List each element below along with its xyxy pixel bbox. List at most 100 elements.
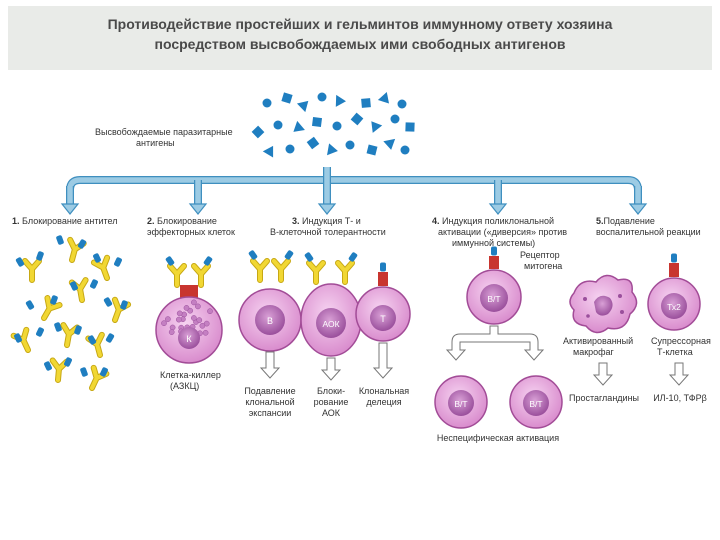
svg-text:1. Блокирование антител: 1. Блокирование антител [12,216,117,226]
antigen-particle [350,112,364,126]
svg-text:3. Индукция Т- и: 3. Индукция Т- и [292,216,361,226]
antigen-particle [113,256,123,268]
antigen-particle [296,100,309,113]
t-cell: Т [355,262,411,342]
bt-cell-top: В/Т [466,246,522,325]
antigen-particle [293,120,305,132]
svg-text:5.Подавление: 5.Подавление [596,216,655,226]
antigen-particle [15,256,25,268]
cytokines-caption: ИЛ-10, ТФРβ [653,393,707,403]
bt-top-label: В/Т [487,294,500,304]
antibody [25,261,39,280]
granule [176,310,183,317]
suppression-caption-1: Подавление [244,386,295,396]
svg-text:активации («диверсия» против: активации («диверсия» против [438,227,567,237]
antigen-particle [89,278,99,290]
clonal-deletion-caption-1: Клональная [359,386,409,396]
svg-text:воспалительной реакции: воспалительной реакции [596,227,701,237]
antigen-particle [361,98,371,108]
svg-text:эффекторных клеток: эффекторных клеток [147,227,235,237]
mechanism-1-heading: 1. Блокирование антител [12,216,117,226]
suppression-caption-2: клональной [245,397,294,407]
granule [168,329,175,335]
bt-right-label: В/Т [529,399,542,409]
mechanism-5-heading: 5.Подавление воспалительной реакции [596,216,701,237]
svg-text:иммунной системы): иммунной системы) [452,238,535,248]
antigen-particle [285,144,295,154]
antigen-particle [103,296,113,308]
svg-text:2. Блокирование: 2. Блокирование [147,216,217,226]
split-arrow [445,325,545,361]
mechanism-4-heading: 4. Индукция поликлональной активации («д… [432,216,567,248]
granule [191,315,197,321]
receptor-caption-2: митогена [524,261,562,271]
killer-caption-1: Клетка-киллер [160,370,221,380]
antigen-particle [281,92,293,104]
title-line-2: посредством высвобождаемых ими свободных… [154,36,566,52]
antigen-particle [262,145,274,158]
antigen-particle [79,366,89,378]
suppression-caption-3: экспансии [249,408,292,418]
suppressor-caption-1: Супрессорная [651,336,711,346]
released-antigens [251,92,415,158]
clonal-deletion-caption-2: делеция [366,397,401,407]
title-banner [8,6,712,70]
killer-caption-2: (АЗКЦ) [170,381,199,391]
mechanism-5-arrows [592,362,690,386]
granule [183,305,190,311]
b-cell-label: В [267,316,273,326]
t-cell-label: Т [380,314,386,324]
antibody [60,325,77,346]
granule [202,329,209,336]
antigen-particle [35,326,45,338]
title-line-1: Противодействие простейших и гельминтов … [107,16,613,32]
nonspecific-caption: Неспецифическая активация [437,433,559,443]
antigen-particle [371,121,383,133]
mechanism-2-heading: 2. Блокирование эффекторных клеток [147,216,235,237]
free-antibodies-cluster [13,234,128,391]
activated-macrophage [569,274,638,334]
granule [165,316,171,322]
antigen-particle [25,299,35,311]
prostaglandins-caption: Простагландины [569,393,639,403]
antigen-particle [262,98,272,108]
th2-cell: Тх2 [647,253,701,331]
antigen-particle [397,99,407,109]
antigens-label-2: антигены [136,138,175,148]
antigen-particle [366,144,378,156]
antigen-particle [390,114,400,124]
granule [195,303,201,310]
branching-arrow [60,167,648,215]
th2-cell-label: Тх2 [667,302,681,312]
svg-text:В-клеточной толерантности: В-клеточной толерантности [270,227,386,237]
killer-cell-label: К [186,334,192,344]
antigen-particle [405,122,415,132]
aok-cell-label: АОК [322,319,339,329]
antigen-particle [105,332,115,344]
svg-text:4. Индукция поликлональной: 4. Индукция поликлональной [432,216,554,226]
mechanism-3-arrows [259,342,394,381]
receptor-caption-1: Рецептор [520,250,560,260]
blocking-aok-caption-3: АОК [322,408,341,418]
bt-left-label: В/Т [454,399,467,409]
antigen-particle [317,92,327,102]
granule [175,316,182,323]
mechanism-3-heading: 3. Индукция Т- и В-клеточной толерантнос… [270,216,386,237]
killer-cell: К [155,255,223,364]
antigen-particle [327,143,338,156]
blocking-aok-caption-2: рование [314,397,349,407]
antigen-particle [55,234,65,246]
antigen-particle [332,121,342,131]
macrophage-caption-1: Активированный [563,336,633,346]
antigens-label-1: Высвобождаемые паразитарные [95,127,233,137]
antigen-particle [306,136,320,150]
suppressor-caption-2: Т-клетка [657,347,693,357]
granule [207,308,213,315]
antigen-particle [251,125,265,139]
antigen-particle [383,138,396,150]
bt-cell-left: В/Т [434,375,488,429]
granule [169,324,176,331]
antigen-particle [273,120,283,130]
aok-cell: АОК [300,251,362,357]
